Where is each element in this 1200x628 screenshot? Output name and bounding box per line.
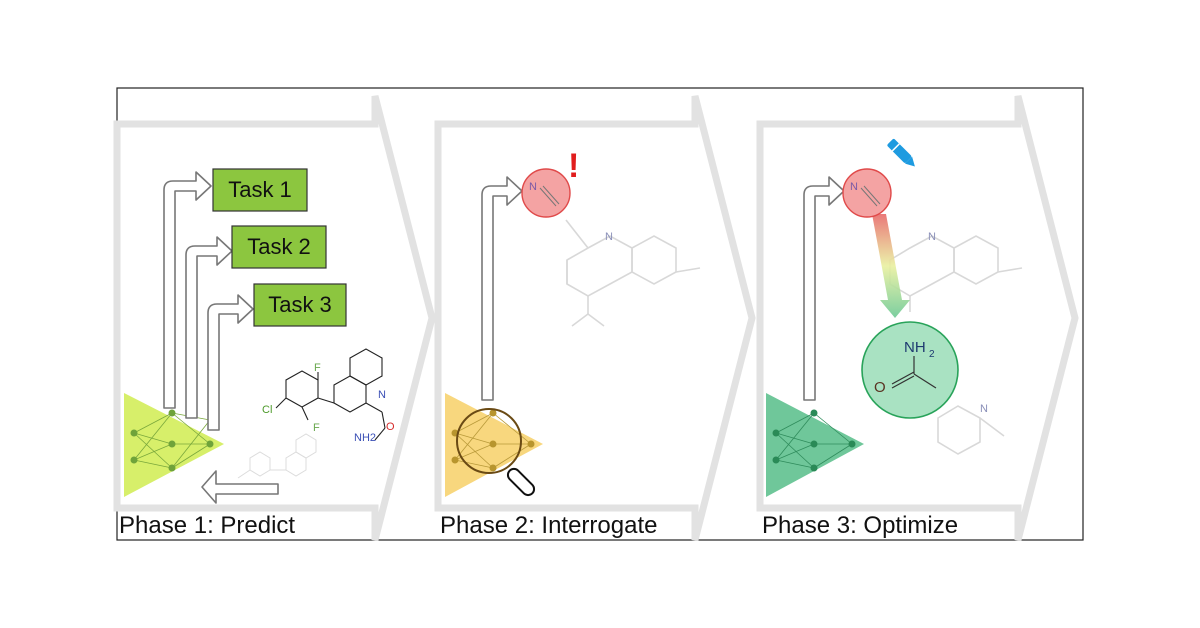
phase-3-highlight-circle [842,168,892,218]
task-1-box [212,168,308,212]
phase-2-label: Phase 2: Interrogate [440,512,657,539]
arrow-icon [163,171,279,504]
transform-arrow [872,214,910,318]
phase-1-label: Phase 1: Predict [119,512,295,539]
oxygen-atom: O [874,379,886,396]
phase-3-panel: N N N O NH 2 Phase 3: Optimize [762,139,1023,539]
phase-3-label: Phase 3: Optimize [762,512,958,539]
oxygen-atom: O [386,421,395,433]
alert-mark: ! [568,147,579,185]
task-3-label: Task 3 [268,292,332,317]
amide-subscript: 2 [929,349,935,360]
arrow-icon [481,176,523,401]
phase-2-highlight-circle [521,168,571,218]
magnifier-icon [456,408,536,497]
arrow-icon [803,176,845,401]
task-1-label: Task 1 [228,177,292,202]
pencil-icon [887,139,915,167]
amide-atom: NH [904,339,926,356]
phase-3-chevron [756,95,1079,541]
phase-2-faded-molecule [565,219,701,327]
chlorine-atom: Cl [262,404,272,416]
nitrogen-atom: N [980,403,988,415]
nitrogen-atom: N [378,389,386,401]
phase-2-panel: N N ! Phase 2: Interrogate [440,147,701,539]
nitrogen-atom: N [529,181,537,193]
nitrogen-atom: N [605,231,613,243]
task-2-label: Task 2 [247,234,311,259]
fluorine-atom-top: F [314,362,321,374]
phase-2-chevron [434,95,756,541]
phase-1-panel: Task 1 Task 2 Task 3 F F Cl N O NH2 [119,168,395,539]
amide-atom: NH2 [354,432,376,444]
nitrogen-atom: N [850,181,858,193]
task-2-box [231,225,327,269]
nitrogen-atom: N [928,231,936,243]
fluorine-atom-bottom: F [313,422,320,434]
task-3-box [253,283,347,327]
phase-1-faded-molecule [237,433,317,479]
phase-1-molecule [275,348,386,441]
phase-3-replacement-circle [861,321,959,419]
